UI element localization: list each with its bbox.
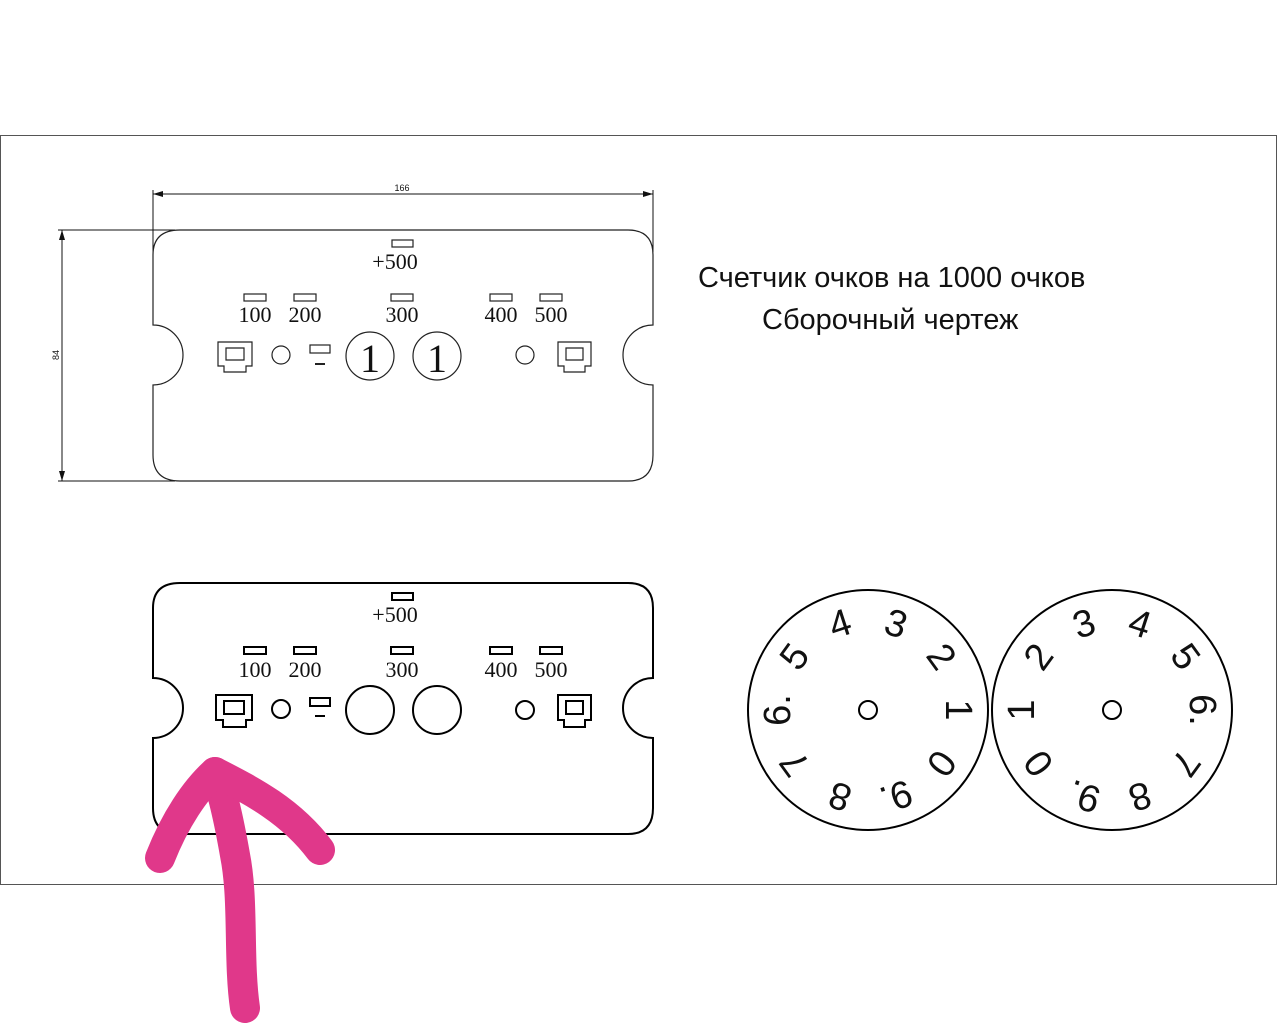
- tab-socket-left: [217, 341, 253, 373]
- pink-arrow-head: [145, 757, 335, 873]
- wheel-right-outline: [991, 589, 1233, 831]
- wheel-left-digit: 2: [918, 636, 964, 678]
- marker-slot-cut: [309, 697, 331, 707]
- wheel-right-digit: 1: [1001, 699, 1043, 720]
- wheel-left-digit: 8: [824, 772, 857, 818]
- marker-slot: [309, 344, 331, 354]
- wheel-left-axle-hole: [858, 700, 878, 720]
- bonus-label: +500: [372, 249, 417, 274]
- panel-cut-outline: [152, 582, 654, 835]
- wheel-left-outline: [747, 589, 989, 831]
- slot-300: [390, 293, 414, 302]
- slot-200: [293, 293, 317, 302]
- slot-100-cut: [243, 646, 267, 655]
- score-label-100-cut: 100: [239, 657, 272, 682]
- drawing-subtitle: Сборочный чертеж: [762, 304, 1019, 336]
- tab-socket-right: [557, 341, 592, 373]
- digit-window-left: [345, 331, 395, 381]
- wheel-left-digit: 1: [937, 699, 979, 720]
- drawing-frame: [0, 135, 1277, 885]
- slot-300-cut: [390, 646, 414, 655]
- wheel-right-digit: 0: [1016, 742, 1062, 784]
- slot-500-cut: [539, 646, 563, 655]
- wheel-right-digit: 3: [1068, 601, 1101, 647]
- dim-height-label: 84: [51, 350, 61, 360]
- wheel-right-digit: 5: [1162, 636, 1208, 678]
- wheel-left-digit: 0: [918, 742, 964, 784]
- score-label-500-cut: 500: [535, 657, 568, 682]
- wheel-left-digit: 6.: [757, 694, 799, 726]
- score-label-500: 500: [535, 302, 568, 327]
- tab-socket-left-cut: [215, 694, 253, 728]
- score-label-400-cut: 400: [485, 657, 518, 682]
- wheel-right-digit: 4: [1123, 601, 1156, 647]
- digit-window-right-cut: [412, 685, 462, 735]
- drawing-title: Счетчик очков на 1000 очков: [698, 262, 1086, 294]
- digit-window-right: [412, 331, 462, 381]
- tab-socket-right-cut: [557, 694, 592, 728]
- pin-hole-right: [515, 345, 535, 365]
- bonus-slot-cut: [391, 592, 414, 601]
- score-label-100: 100: [239, 302, 272, 327]
- wheel-right-digit: 7: [1162, 742, 1208, 784]
- wheel-left-digit: 4: [824, 601, 857, 647]
- dim-width-label: 166: [394, 183, 409, 193]
- pin-hole-right-cut: [515, 700, 535, 720]
- bonus-slot: [391, 239, 414, 248]
- score-label-300-cut: 300: [386, 657, 419, 682]
- pink-arrow-up-icon: [145, 757, 335, 1023]
- slot-400-cut: [489, 646, 513, 655]
- score-label-200: 200: [289, 302, 322, 327]
- score-label-300: 300: [386, 302, 419, 327]
- pink-arrow-shaft: [200, 757, 260, 1023]
- wheel-left-digit: 7: [772, 742, 818, 784]
- digit-window-left-value: 1: [360, 336, 380, 381]
- slot-100: [243, 293, 267, 302]
- wheel-left-digit: 5: [772, 636, 818, 678]
- dimension-annotations: 166 84: [51, 183, 654, 482]
- wheel-right-digit: 8: [1123, 772, 1156, 818]
- pin-hole-left: [271, 345, 291, 365]
- panel-assembled: +500 100 200 300 400 500 1 1: [152, 229, 654, 482]
- panel-assembled-outline: [152, 229, 654, 482]
- wheel-right-digit: 6.: [1181, 694, 1223, 726]
- pin-hole-left-cut: [271, 699, 291, 719]
- slot-200-cut: [293, 646, 317, 655]
- wheel-right-digit: 2: [1016, 636, 1062, 678]
- score-label-200-cut: 200: [289, 657, 322, 682]
- slot-400: [489, 293, 513, 302]
- digit-window-left-cut: [345, 685, 395, 735]
- panel-cut-layout: +500 100 200 300 400 500: [152, 582, 654, 835]
- slot-500: [539, 293, 563, 302]
- score-label-400: 400: [485, 302, 518, 327]
- bonus-label-cut: +500: [372, 602, 417, 627]
- wheel-right-digit: 9.: [1063, 771, 1106, 821]
- wheel-left-digit: 9.: [874, 771, 917, 821]
- wheel-left-digit: 3: [879, 601, 912, 647]
- digit-window-right-value: 1: [427, 336, 447, 381]
- wheel-right-axle-hole: [1102, 700, 1122, 720]
